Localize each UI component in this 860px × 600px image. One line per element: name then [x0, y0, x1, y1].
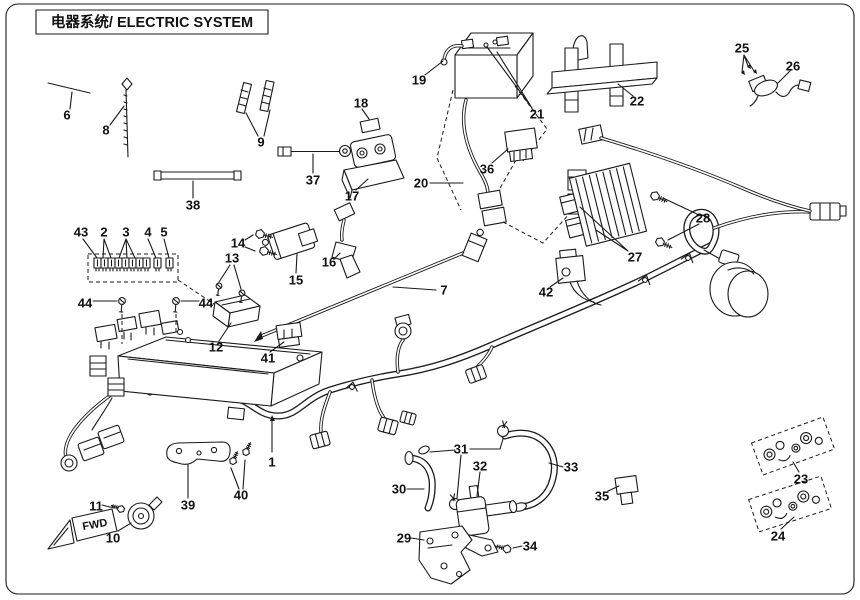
cable-part-37	[278, 146, 351, 174]
part-callout-27: 27	[628, 250, 642, 265]
part-callout-22: 22	[630, 94, 644, 109]
bolt-part-34	[494, 541, 522, 555]
terminal-kit-part-23	[751, 417, 834, 475]
part-callout-38: 38	[186, 198, 200, 213]
voltage-regulator-illustration	[556, 125, 810, 253]
round-plug-connector	[395, 314, 411, 339]
tube-part-38	[154, 171, 241, 198]
part-callout-3: 3	[122, 225, 129, 240]
part-callout-5: 5	[160, 225, 167, 240]
part-callout-35: 35	[595, 489, 609, 504]
fwd-label: FWD	[82, 517, 109, 533]
ignition-coil-illustration	[245, 221, 319, 273]
part-callout-28: 28	[696, 211, 710, 226]
part-callout-31: 31	[454, 442, 468, 457]
wire-part-6	[48, 83, 90, 109]
ecu-screws-part-13	[214, 265, 246, 304]
part-callout-13: 13	[225, 251, 239, 266]
part-callout-8: 8	[102, 123, 109, 138]
part-callout-19: 19	[412, 73, 426, 88]
battery-bracket-illustration	[547, 36, 657, 112]
relay-part-35	[608, 476, 638, 505]
battery-lead-illustration	[430, 86, 586, 243]
fuse-box-assembly-illustration	[90, 310, 322, 419]
part-callout-15: 15	[289, 273, 303, 288]
sleeve-part-9	[236, 80, 274, 136]
part-callout-12: 12	[209, 340, 223, 355]
part-callout-44: 44	[199, 296, 214, 311]
fwd-direction-indicator: FWD	[48, 509, 117, 549]
harness-leader	[270, 415, 275, 452]
part-callout-43: 43	[74, 225, 88, 240]
part-callout-25: 25	[735, 41, 749, 56]
part-callout-7: 7	[440, 283, 447, 298]
sensor-part-26	[741, 55, 811, 106]
page-border	[6, 4, 854, 594]
horn-screw-part-11	[102, 501, 126, 514]
starter-relay-illustration	[342, 109, 404, 198]
part-callout-9: 9	[257, 135, 264, 150]
part-callout-44: 44	[78, 296, 93, 311]
part-callout-42: 42	[539, 285, 553, 300]
title-block: 电器系统/ ELECTRIC SYSTEM	[36, 10, 268, 34]
part-callout-23: 23	[794, 472, 808, 487]
part-callout-39: 39	[181, 498, 195, 513]
flasher-relay-illustration	[704, 250, 768, 317]
rod-part-7	[254, 226, 490, 342]
part-callout-40: 40	[234, 488, 248, 503]
part-callout-11: 11	[89, 499, 103, 514]
part-callout-21: 21	[530, 107, 544, 122]
valve-part-32	[456, 472, 520, 556]
fuse-row-illustration	[83, 239, 232, 316]
part-callout-24: 24	[771, 529, 786, 544]
bracket-part-29	[411, 526, 472, 584]
part-callout-26: 26	[786, 59, 800, 74]
title-box	[36, 10, 268, 34]
cable-tie-part-8	[110, 78, 132, 157]
part-callout-37: 37	[306, 173, 320, 188]
part-callout-17: 17	[345, 189, 359, 204]
part-callout-10: 10	[106, 531, 120, 546]
relay-part-41	[270, 322, 302, 352]
battery-illustration	[425, 33, 533, 108]
part-callout-14: 14	[231, 236, 246, 251]
part-callout-32: 32	[473, 459, 487, 474]
part-callout-34: 34	[523, 539, 538, 554]
bracket-bolts-part-40	[227, 440, 255, 489]
part-callout-33: 33	[564, 460, 578, 475]
wiring-harness-illustration	[61, 203, 846, 471]
part-callout-30: 30	[392, 482, 406, 497]
part-callout-18: 18	[354, 96, 368, 111]
part-callout-36: 36	[480, 162, 494, 177]
ecu-illustration	[213, 295, 260, 341]
page-title: 电器系统/ ELECTRIC SYSTEM	[51, 13, 253, 31]
part-callout-6: 6	[63, 108, 70, 123]
part-callout-1: 1	[268, 455, 275, 470]
hose-part-30	[405, 445, 432, 508]
switch-part-42	[550, 249, 601, 305]
part-callout-2: 2	[100, 225, 107, 240]
bracket-part-39	[167, 442, 230, 498]
horn-illustration	[118, 497, 162, 531]
harness-left-connectors	[61, 425, 124, 471]
terminal-kit-part-24	[749, 476, 832, 532]
hose-clamps-part-31	[430, 419, 511, 512]
part-callout-29: 29	[397, 531, 411, 546]
part-callout-20: 20	[414, 176, 428, 191]
spark-plug-cap-illustration	[332, 203, 360, 278]
part-callout-16: 16	[322, 255, 336, 270]
fuse-holder-illustration	[492, 128, 537, 163]
harness-end-connector	[810, 203, 846, 220]
mount-screws-part-44	[93, 296, 199, 344]
part-callout-41: 41	[261, 351, 275, 366]
part-callout-4: 4	[144, 225, 152, 240]
